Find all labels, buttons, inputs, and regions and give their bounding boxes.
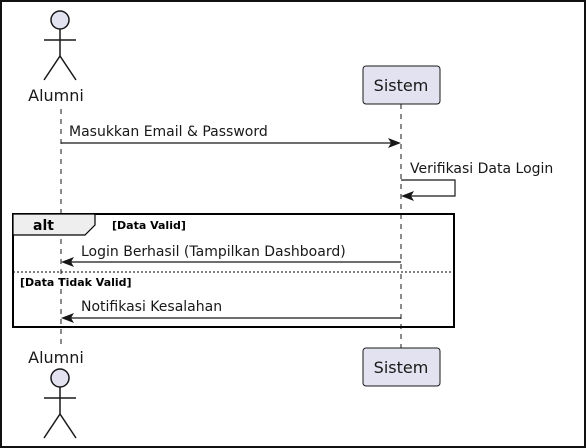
participant-label-bottom: Sistem: [374, 358, 429, 377]
message-verifikasi: Verifikasi Data Login: [401, 161, 553, 201]
actor-name-bottom: Alumni: [28, 348, 84, 367]
message-masukkan: Masukkan Email & Password: [61, 124, 401, 148]
participant-box: [362, 347, 441, 387]
fragment-operator: alt: [33, 218, 54, 234]
message-label: Login Berhasil (Tampilkan Dashboard): [81, 244, 346, 260]
actor-name-top: Alumni: [28, 86, 84, 105]
participant-box: [362, 65, 441, 105]
arrowhead-icon: [401, 191, 414, 201]
arrowhead-icon: [388, 138, 401, 148]
actor-head-icon: [50, 10, 70, 30]
alt-fragment: alt [Data Valid] [Data Tidak Valid]: [12, 213, 455, 328]
sistem-participant-bottom: Sistem: [362, 347, 441, 387]
guard-data-tidak-valid: [Data Tidak Valid]: [20, 276, 132, 289]
participant-label-top: Sistem: [374, 76, 429, 95]
message-notifikasi: Notifikasi Kesalahan: [61, 299, 401, 323]
message-label: Notifikasi Kesalahan: [81, 299, 222, 315]
alumni-actor-bottom: Alumni: [28, 348, 84, 439]
arrowhead-icon: [61, 313, 74, 323]
alumni-actor-top: Alumni: [28, 10, 84, 105]
actor-head-icon: [50, 368, 70, 388]
fragment-tab: [12, 213, 96, 236]
arrowhead-icon: [61, 257, 74, 267]
fragment-frame: [12, 213, 455, 328]
message-label: Masukkan Email & Password: [69, 124, 268, 140]
guard-data-valid: [Data Valid]: [112, 219, 186, 232]
sistem-participant-top: Sistem: [362, 65, 441, 105]
message-label: Verifikasi Data Login: [410, 161, 553, 177]
message-login-berhasil: Login Berhasil (Tampilkan Dashboard): [61, 244, 401, 267]
